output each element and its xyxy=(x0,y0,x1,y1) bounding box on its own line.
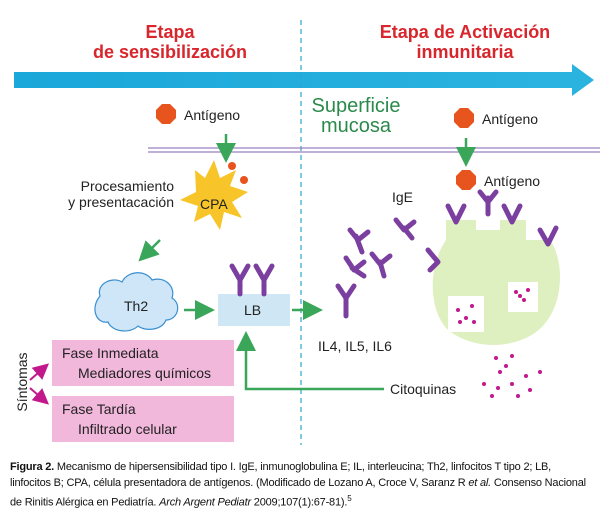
timeline-arrow xyxy=(14,64,594,96)
mast-cell xyxy=(432,220,560,345)
caption-text-2: Consenso Nacional de Rinitis Alérgica en… xyxy=(10,477,586,509)
flow-arrows xyxy=(138,134,476,391)
symptoms-label: Síntomas xyxy=(14,352,30,412)
stage-title-left: Etapa de sensibilización xyxy=(92,22,248,62)
caption-ref: 5 xyxy=(347,494,352,503)
caption-journal: Arch Argent Pediatr xyxy=(159,496,251,509)
caption-figure-label: Figura 2. xyxy=(10,461,55,473)
surface-mucosa-title: Superficie mucosa xyxy=(311,95,401,137)
th2-cloud xyxy=(94,272,179,332)
antigen-icon-right-middle xyxy=(456,170,476,190)
ige-label: IgE xyxy=(392,189,414,205)
granule-box xyxy=(488,348,518,378)
antigen-label-left: Antígeno xyxy=(184,107,241,123)
antigen-label-right-top: Antígeno xyxy=(482,111,539,127)
mucosa-surface-lines xyxy=(148,147,600,153)
stage-title-right: Etapa de Activación inmunitaria xyxy=(379,22,551,62)
lb-antibodies xyxy=(229,263,275,297)
lb-box xyxy=(218,294,290,326)
lb-label: LB xyxy=(244,302,262,318)
cytokines-label: Citoquinas xyxy=(390,381,457,397)
mast-cell-receptors xyxy=(425,189,559,273)
interleukins-label: IL4, IL5, IL6 xyxy=(318,338,392,354)
released-granules xyxy=(482,354,542,398)
antigen-icon-right-top xyxy=(454,108,474,128)
antigen-label-right-middle: Antígeno xyxy=(484,173,541,189)
figure-caption: Figura 2. Mecanismo de hipersensibilidad… xyxy=(10,459,592,511)
antigen-icon-left xyxy=(156,104,176,124)
phase-immediate-box xyxy=(52,340,234,386)
phase-late-box xyxy=(52,396,234,442)
symptom-arrows xyxy=(29,363,50,405)
phase-immediate-text: Fase Inmediata Mediadores químicos xyxy=(62,345,212,381)
phase-late-text: Fase Tardía Infiltrado celular xyxy=(62,401,177,437)
cpa-cell xyxy=(180,160,248,230)
ige-molecules xyxy=(335,217,417,319)
caption-text-1: Mecanismo de hipersensibilidad tipo I. I… xyxy=(10,461,551,489)
th2-label: Th2 xyxy=(124,298,149,314)
caption-etal: et al. xyxy=(468,477,492,489)
processing-label: Procesamiento y presentacación xyxy=(68,178,174,210)
cpa-label: CPA xyxy=(200,196,228,212)
caption-text-3: 2009;107(1):67-81). xyxy=(250,496,348,509)
